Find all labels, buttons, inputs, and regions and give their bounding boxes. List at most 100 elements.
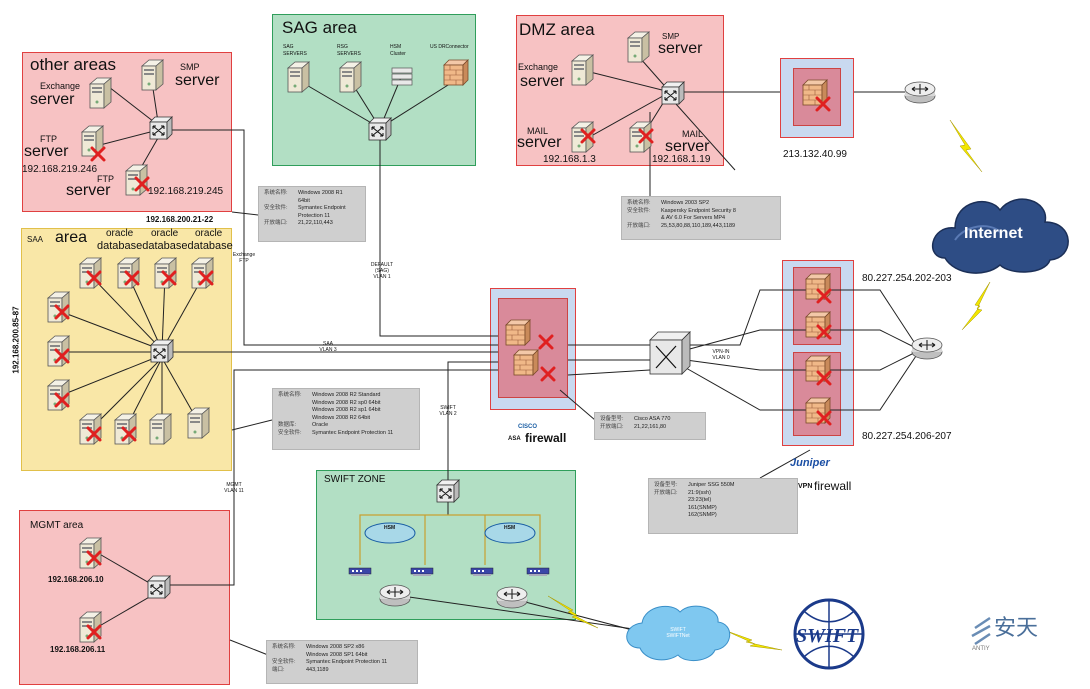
note-row: & AV 6.0 For Servers MP4 [627,215,775,223]
switch-icon [436,479,460,503]
note-row: 开放端口: 21:9(ssh) [654,490,792,498]
internet-cloud-icon [931,198,1069,274]
swift-device-icon [526,567,550,577]
juniper-firewall-prefix: VPN [798,483,813,490]
swiftnet-cloud-icon [626,605,731,662]
firewall-icon [802,79,828,106]
switch-icon [147,575,171,599]
note-key [654,512,688,520]
note-row: 安全软件:Symantec Endpoint Protection 11 [272,659,412,667]
note-value: Windows 2008 R2 sp1 64bit [312,407,381,413]
vpn-vlan-label: VPN-IN VLAN 0 [712,349,730,361]
mgmt-vlan-label: MGMT VLAN 11 [224,482,244,494]
note-key: 开放端口: [654,489,678,496]
note-row: Windows 2008 R2 sp0 64bit [278,400,414,408]
juniper-firewall-label: firewall [814,479,852,493]
juniper-brand-label: Juniper [790,457,830,469]
swift-logo-text: SWIFT [796,625,859,647]
note-row: Windows 2008 R2 sp1 64bit [278,407,414,415]
sag-server-label: HSM Cluster [390,44,406,57]
note-row: Protection 11 [264,213,360,221]
note-value: Symantec Endpoint Protection 11 [312,429,394,436]
note-row: 系统名称:Windows 2008 R2 Standard [278,392,414,400]
exchange-server-icon [571,54,594,86]
cisco-firewall-label: firewall [525,431,567,445]
note-key [278,407,312,415]
note-row: 系统名称:Windows 2008 R1 [264,190,360,198]
saa-area-title: area [55,229,88,246]
sag-server-label: RSG SERVERS [337,44,361,57]
note-value: Windows 2008 R2 64bit [312,414,371,421]
note-key [278,400,312,408]
swift-zone-title: SWIFT ZONE [324,474,386,485]
sag-server-label: US DRConnector [430,44,469,50]
note-row: 安全软件:Symantec Endpoint [264,205,360,213]
sag-server-label: SAG SERVERS [283,44,307,57]
oracle-label: oracle [106,228,134,239]
note-row: 设备型号:Cisco ASA 770 [600,416,700,424]
server-icon [187,407,210,439]
internet-label: Internet [964,225,1023,242]
note-value: Cisco ASA 770 [634,416,671,422]
note-value: 64bit [298,197,310,204]
note-value: 21,22,110,443 [298,220,333,226]
swift-device-icon [470,567,494,577]
swift-device-icon [348,567,372,577]
exchange-server-label-big: server [520,73,565,90]
switch-icon [149,116,173,140]
server-icon [339,61,362,93]
note-value: 21:9(ssh) [688,489,711,496]
saa-area-title-prefix: SAA [27,235,44,244]
note-value: Windows 2008 SP1 64bit [306,651,368,658]
cisco-brand-label: CISCO [518,424,538,430]
swift-logo [790,598,868,684]
exchange-server-label: Exchange [40,81,81,91]
ftp-server-label-big: server [66,182,111,199]
note-key: 系统名称: [272,644,296,650]
firewall-icon [443,59,469,86]
note-value: 161(SNMP) [688,504,717,511]
note-key: 端口: [272,666,285,673]
antiy-logo-en: ANTIY [972,646,990,652]
note-key [272,652,306,660]
note-row: 安全软件:Symantec Endpoint Protection 11 [278,430,414,438]
note-row: 23:23(tel) [654,497,792,505]
switch-icon [150,339,174,363]
note-value: Symantec Endpoint Protection 11 [306,659,388,665]
note-value: Oracle [312,422,329,428]
note-key [654,505,688,513]
note-key: 开放端口: [627,222,651,229]
note-key: 数据库: [278,422,297,428]
note-value: Windows 2008 R2 sp0 64bit [312,399,381,406]
ftp-server-ip: 192.168.219.246 [22,164,98,175]
default-vlan-label: DEFAULT (SAG) VLAN 1 [370,262,394,280]
note-value: 25,53,80,88,110,189,443,1189 [661,222,736,229]
note-key: 设备型号: [654,482,678,488]
exchange-ftp-link-label: Exchange FTP [232,252,256,264]
switch-icon [368,117,392,141]
hsm-icon [484,522,536,544]
swift-device-icon [410,567,434,577]
note-row: 161(SNMP) [654,505,792,513]
server-icon [149,413,172,445]
antiy-logo-icon [971,616,991,646]
server-icon [287,61,310,93]
switch-icon [649,331,691,375]
note-key: 系统名称: [627,200,651,206]
mgmt-area-title: MGMT area [30,520,84,531]
saa-ip-range-top: 192.168.200.21-22 [146,215,214,224]
mail-server-label: MAIL [527,126,549,136]
note-value: Kaspersky Endpoint Security 8 [661,207,736,214]
note-key [627,215,661,223]
cisco-firewall-inner [498,298,568,398]
mail-server-ip: 192.168.1.3 [543,154,596,165]
note-row: 数据库: Oracle [278,422,414,430]
router-icon [904,81,936,104]
note-row: 开放端口: 25,53,80,88,110,189,443,1189 [627,223,775,231]
